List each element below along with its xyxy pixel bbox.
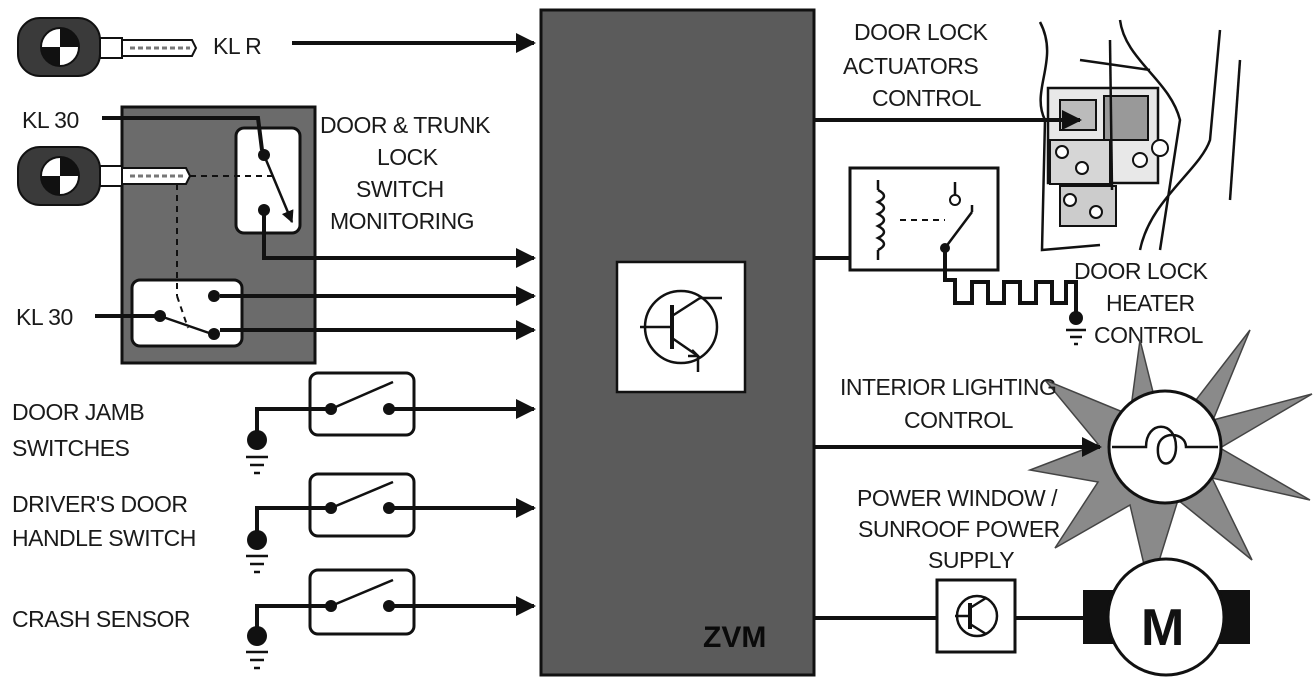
svg-text:DRIVER'S DOOR: DRIVER'S DOOR — [12, 491, 188, 517]
drivers-door-switch — [246, 472, 416, 574]
kl-30-bottom-label: KL 30 — [16, 304, 73, 330]
door-jamb-switch — [246, 371, 416, 475]
svg-text:SUNROOF POWER: SUNROOF POWER — [858, 516, 1060, 542]
crash-sensor-switch — [246, 568, 416, 670]
svg-text:DOOR JAMB: DOOR JAMB — [12, 399, 144, 425]
door-trunk-lock-label: DOOR & TRUNK LOCK SWITCH MONITORING — [320, 112, 492, 234]
svg-text:MONITORING: MONITORING — [330, 208, 474, 234]
zvm-module: ZVM — [539, 8, 816, 677]
module-label: ZVM — [703, 621, 766, 654]
kl-30-top-wire — [102, 116, 264, 151]
kl-r-label: KL R — [213, 33, 261, 59]
lock-switch-panel — [17, 105, 317, 365]
svg-text:DOOR & TRUNK: DOOR & TRUNK — [320, 112, 491, 138]
interior-lighting-label: INTERIOR LIGHTING CONTROL — [840, 374, 1057, 433]
svg-text:SWITCHES: SWITCHES — [12, 435, 130, 461]
heater-relay — [848, 166, 1000, 272]
door-lock-actuators-label: DOOR LOCK ACTUATORS CONTROL — [843, 19, 989, 111]
svg-text:CONTROL: CONTROL — [904, 407, 1014, 433]
svg-text:CONTROL: CONTROL — [1094, 322, 1204, 348]
svg-text:SWITCH: SWITCH — [356, 176, 444, 202]
svg-text:LOCK: LOCK — [377, 144, 439, 170]
lock-monitor-line — [262, 210, 536, 268]
kl-30-top-label: KL 30 — [22, 107, 79, 133]
crash-sensor-label: CRASH SENSOR — [12, 606, 190, 632]
svg-text:HEATER: HEATER — [1106, 290, 1195, 316]
heater-ground-dot — [1069, 311, 1083, 325]
motor-icon — [1083, 557, 1250, 677]
svg-text:DOOR LOCK: DOOR LOCK — [854, 19, 989, 45]
svg-text:CONTROL: CONTROL — [872, 85, 982, 111]
svg-text:SUPPLY: SUPPLY — [928, 547, 1014, 573]
svg-text:POWER WINDOW /: POWER WINDOW / — [857, 485, 1058, 511]
power-window-label: POWER WINDOW / SUNROOF POWER SUPPLY — [857, 485, 1060, 573]
svg-text:INTERIOR LIGHTING: INTERIOR LIGHTING — [840, 374, 1056, 400]
door-lock-actuator-illustration — [1038, 19, 1242, 252]
transistor-symbol — [615, 260, 747, 394]
interior-lamp-starburst — [1027, 329, 1313, 593]
drivers-door-label: DRIVER'S DOOR HANDLE SWITCH — [12, 491, 196, 551]
power-supply-transistor — [935, 578, 1017, 654]
svg-text:DOOR LOCK: DOOR LOCK — [1074, 258, 1209, 284]
heater-ground-icon — [1066, 328, 1086, 346]
door-jamb-label: DOOR JAMB SWITCHES — [12, 399, 145, 461]
key-kl-r — [17, 17, 198, 77]
motor-label: M — [1141, 599, 1184, 657]
svg-text:ACTUATORS: ACTUATORS — [843, 53, 978, 79]
door-lock-heater-label: DOOR LOCK HEATER CONTROL — [1074, 258, 1209, 348]
svg-text:HANDLE SWITCH: HANDLE SWITCH — [12, 525, 196, 551]
heater-element — [943, 248, 1078, 312]
